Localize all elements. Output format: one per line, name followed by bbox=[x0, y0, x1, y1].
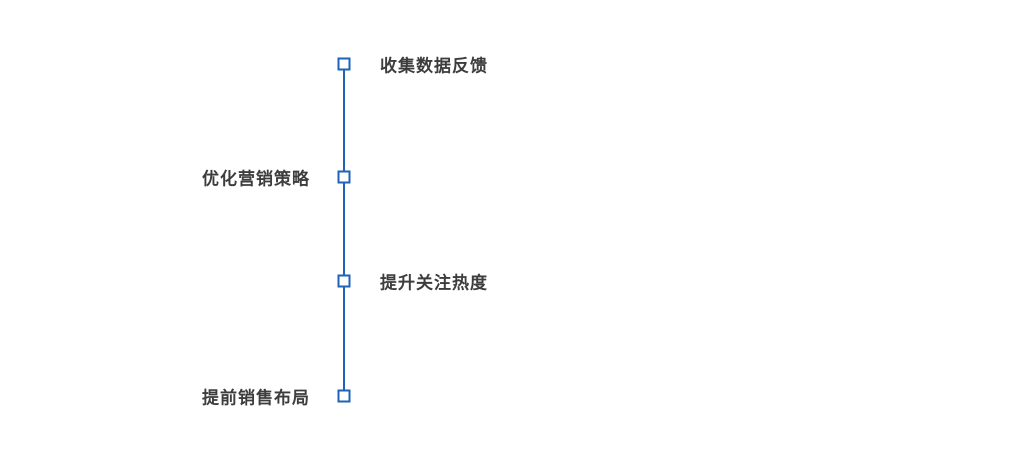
timeline-node bbox=[337, 389, 351, 403]
timeline-node bbox=[337, 57, 351, 71]
timeline-label: 提升关注热度 bbox=[380, 273, 488, 293]
timeline-label: 优化营销策略 bbox=[202, 169, 310, 189]
timeline-node bbox=[337, 274, 351, 288]
timeline-node bbox=[337, 170, 351, 184]
timeline-label: 收集数据反馈 bbox=[380, 56, 488, 76]
timeline-line bbox=[343, 64, 345, 396]
timeline-label: 提前销售布局 bbox=[202, 388, 310, 408]
